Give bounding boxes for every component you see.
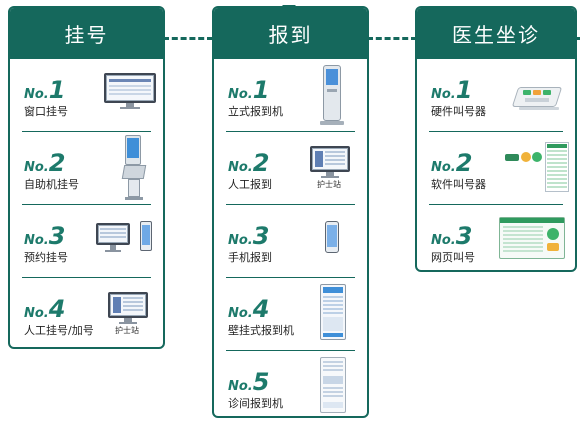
list-item: No.2 人工报到 护士站 bbox=[226, 132, 355, 205]
panel-doctor-consultation: 医生坐诊 No.1 硬件叫号器 No.2 软件叫号器 No.3 网页叫号 bbox=[415, 6, 577, 272]
item-label: 人工报到 bbox=[228, 178, 272, 191]
software-caller-icon bbox=[505, 140, 569, 198]
wall-mounted-terminal-icon bbox=[320, 284, 346, 342]
item-label: 人工挂号/加号 bbox=[24, 324, 94, 337]
clinic-terminal-icon bbox=[320, 357, 346, 415]
web-caller-icon bbox=[499, 217, 565, 259]
desktop-monitor-icon bbox=[104, 73, 156, 109]
item-number: No.4 bbox=[24, 295, 66, 323]
standing-kiosk-icon bbox=[320, 65, 344, 127]
item-number: No.3 bbox=[228, 222, 270, 250]
item-number: No.2 bbox=[24, 149, 66, 177]
list-item: No.4 人工挂号/加号 护士站 bbox=[22, 278, 152, 347]
item-number: No.5 bbox=[228, 368, 270, 396]
item-number: No.2 bbox=[431, 149, 473, 177]
connector-line bbox=[163, 37, 213, 40]
item-label: 自助机挂号 bbox=[24, 178, 79, 191]
list-item: No.3 预约挂号 bbox=[22, 205, 154, 278]
item-label: 壁挂式报到机 bbox=[228, 324, 294, 337]
connector-line bbox=[367, 37, 417, 40]
list-item: No.5 诊间报到机 bbox=[226, 351, 355, 416]
panel-title: 报到 bbox=[214, 8, 367, 59]
list-item: No.1 窗口挂号 bbox=[22, 59, 156, 132]
item-label: 诊间报到机 bbox=[228, 397, 283, 410]
hardware-caller-icon bbox=[511, 77, 563, 111]
item-number: No.2 bbox=[228, 149, 270, 177]
item-number: No.4 bbox=[228, 295, 270, 323]
device-caption: 护士站 bbox=[115, 326, 139, 335]
desktop-and-phone-icon bbox=[96, 221, 154, 257]
header-arrow-icon bbox=[282, 5, 296, 12]
item-label: 网页叫号 bbox=[431, 251, 475, 264]
list-item: No.1 立式报到机 bbox=[226, 59, 355, 132]
panel-title: 医生坐诊 bbox=[417, 8, 575, 59]
panel-title: 挂号 bbox=[10, 8, 163, 59]
list-item: No.2 软件叫号器 bbox=[429, 132, 569, 205]
panel-check-in: 报到 No.1 立式报到机 No.2 人工报到 护士站 No.3 手机报到 bbox=[212, 6, 369, 418]
item-label: 窗口挂号 bbox=[24, 105, 68, 118]
item-label: 软件叫号器 bbox=[431, 178, 486, 191]
list-item: No.4 壁挂式报到机 bbox=[226, 278, 355, 351]
item-number: No.3 bbox=[24, 222, 66, 250]
mobile-phone-icon bbox=[325, 221, 339, 255]
item-number: No.1 bbox=[228, 76, 270, 104]
item-number: No.3 bbox=[431, 222, 473, 250]
nurse-station-monitor-icon: 护士站 bbox=[106, 292, 152, 338]
list-item: No.2 自助机挂号 bbox=[22, 132, 151, 205]
item-number: No.1 bbox=[431, 76, 473, 104]
item-label: 预约挂号 bbox=[24, 251, 68, 264]
device-caption: 护士站 bbox=[317, 180, 341, 189]
item-label: 硬件叫号器 bbox=[431, 105, 486, 118]
item-label: 手机报到 bbox=[228, 251, 272, 264]
list-item: No.1 硬件叫号器 bbox=[429, 59, 563, 132]
item-label: 立式报到机 bbox=[228, 105, 283, 118]
list-item: No.3 网页叫号 bbox=[429, 205, 565, 270]
panel-registration: 挂号 No.1 窗口挂号 No.2 自助机挂号 No.3 预约挂号 bbox=[8, 6, 165, 349]
nurse-station-monitor-icon: 护士站 bbox=[308, 146, 354, 192]
list-item: No.3 手机报到 bbox=[226, 205, 355, 278]
item-number: No.1 bbox=[24, 76, 66, 104]
self-service-kiosk-icon bbox=[121, 135, 147, 201]
